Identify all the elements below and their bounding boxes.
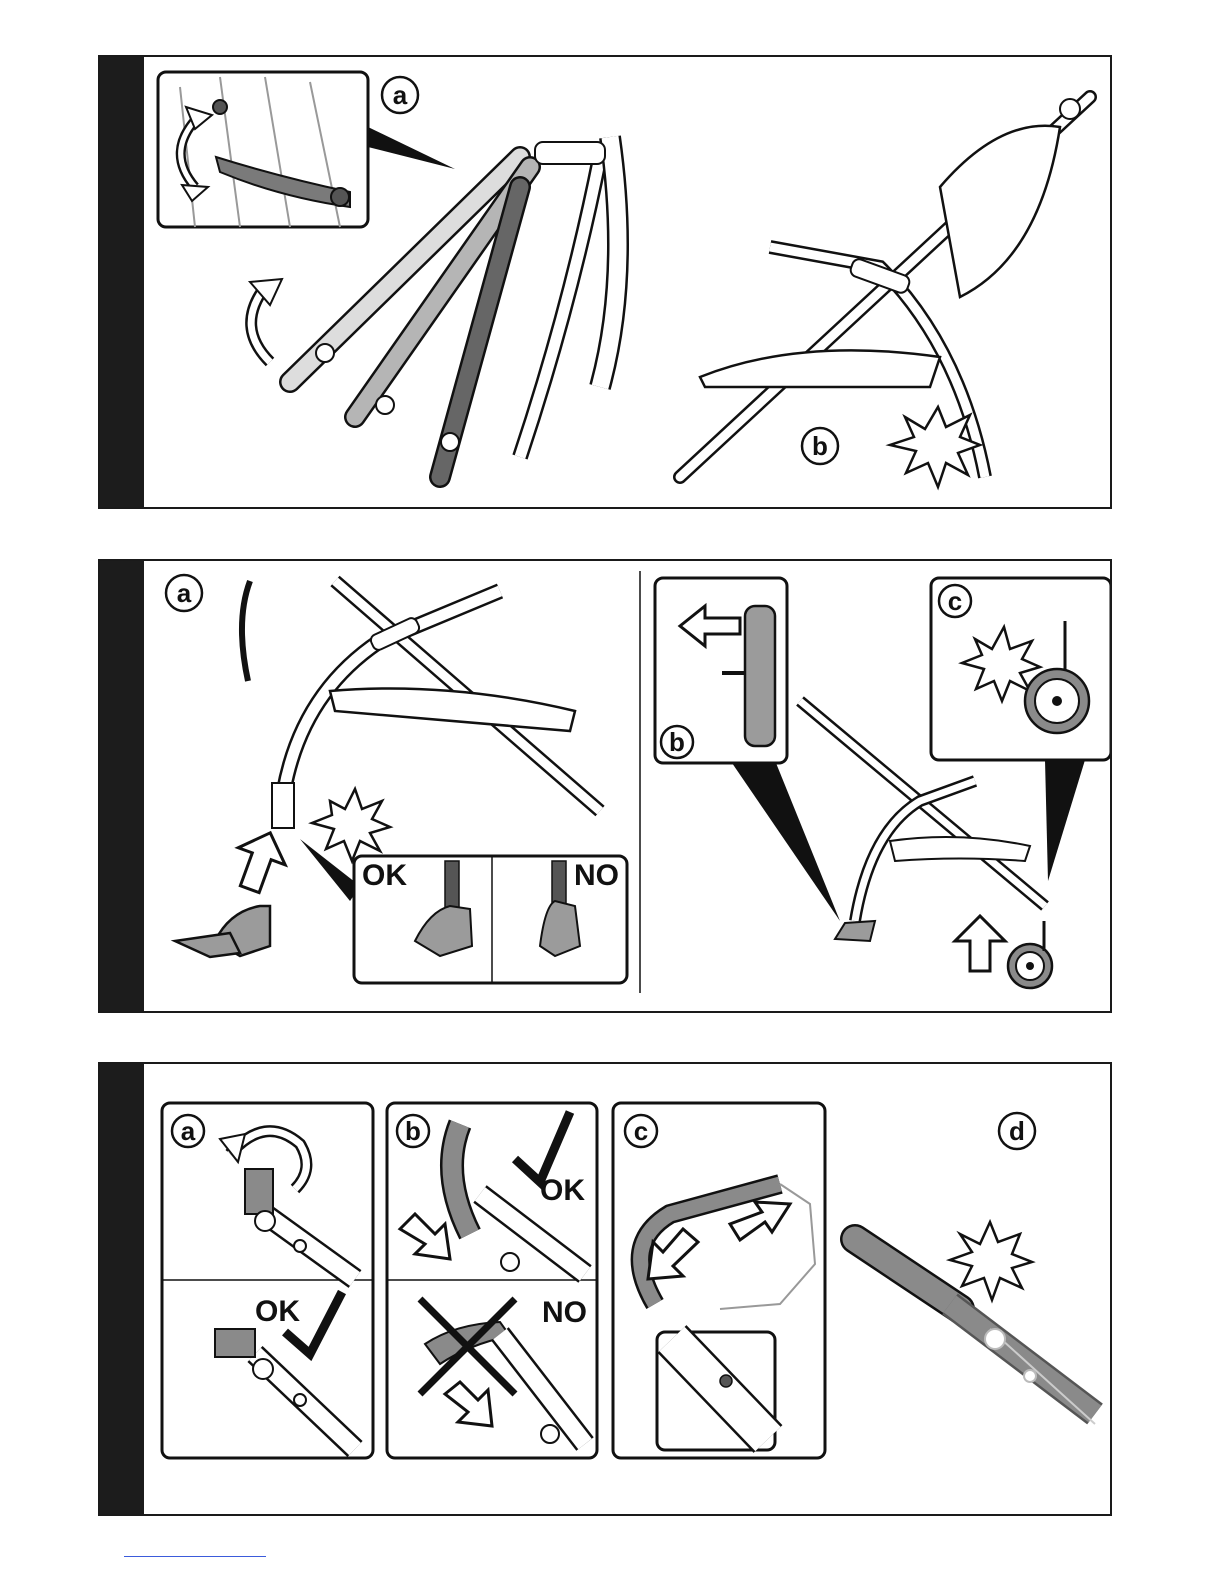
svg-text:d: d bbox=[1009, 1116, 1025, 1146]
lift-arrow-icon bbox=[250, 279, 282, 362]
step-box-c: c bbox=[613, 1103, 825, 1458]
click-burst-icon bbox=[890, 407, 980, 487]
svg-text:b: b bbox=[669, 727, 685, 757]
step-box-a: a OK bbox=[162, 1103, 373, 1458]
step-panel-2: a OK NO bbox=[98, 559, 1112, 1013]
callout-a: a bbox=[382, 77, 418, 113]
panel-3-illustration: a OK b bbox=[100, 1064, 1112, 1516]
rear-wheel bbox=[1008, 921, 1052, 988]
svg-text:c: c bbox=[634, 1116, 648, 1146]
svg-text:b: b bbox=[405, 1116, 421, 1146]
stroller-frame-unfolded bbox=[680, 97, 1090, 477]
stroller-frame-front bbox=[242, 581, 600, 828]
footer-rule bbox=[124, 1556, 266, 1557]
up-arrow-icon bbox=[226, 824, 294, 897]
ok-no-comparison: OK NO bbox=[354, 856, 627, 983]
callout-a: a bbox=[166, 575, 202, 611]
front-wheel-mount bbox=[175, 906, 270, 957]
no-label: NO bbox=[542, 1296, 587, 1329]
ok-label: OK bbox=[540, 1174, 585, 1207]
no-label: NO bbox=[574, 859, 619, 892]
svg-text:c: c bbox=[948, 586, 962, 616]
svg-text:a: a bbox=[177, 578, 192, 608]
step-panel-3: a OK b bbox=[98, 1062, 1112, 1516]
inset-b-detail: b bbox=[655, 578, 787, 763]
ok-label: OK bbox=[255, 1295, 300, 1328]
step-d: d bbox=[855, 1113, 1095, 1424]
ok-label: OK bbox=[362, 859, 407, 892]
inset-c-detail: c bbox=[931, 578, 1111, 760]
panel-2-illustration: a OK NO bbox=[100, 561, 1112, 1013]
step-panel-1: a bbox=[98, 55, 1112, 509]
click-burst-icon bbox=[312, 789, 390, 861]
callout-b: b bbox=[802, 428, 838, 464]
step-box-b: b OK NO bbox=[387, 1103, 597, 1458]
svg-text:b: b bbox=[812, 431, 828, 461]
up-arrow-icon bbox=[955, 916, 1005, 971]
panel-1-illustration: a bbox=[100, 57, 1112, 509]
svg-text:a: a bbox=[181, 1116, 196, 1146]
svg-text:a: a bbox=[393, 80, 408, 110]
click-burst-icon bbox=[950, 1222, 1032, 1300]
